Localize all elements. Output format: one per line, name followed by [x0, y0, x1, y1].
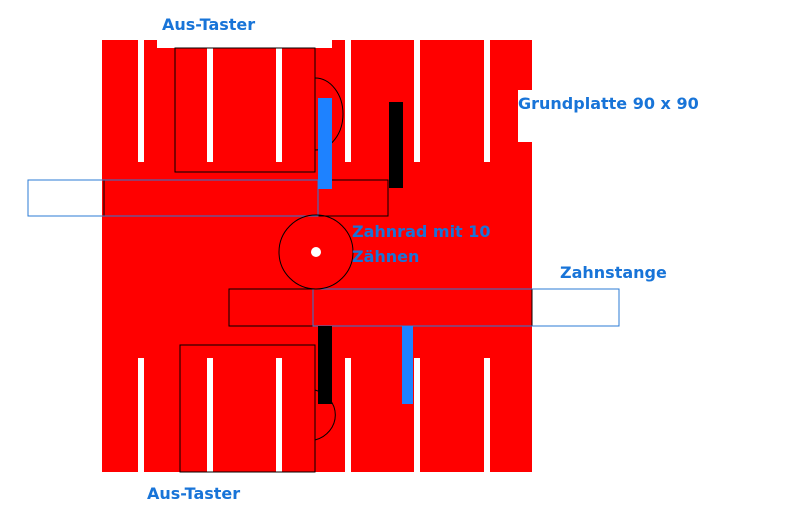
top-switch-outline: [174, 47, 316, 173]
bottom-slot: [207, 358, 213, 472]
bottom-slot: [414, 358, 420, 472]
top-slot: [414, 40, 420, 162]
right-label-cutout: [518, 90, 548, 142]
bottom-switch-outline: [179, 344, 316, 473]
bottom-slot: [138, 358, 144, 472]
gear-circle: [278, 214, 354, 290]
bottom-slot: [276, 358, 282, 472]
top-slot: [484, 40, 490, 162]
upper-rack-extension: [27, 179, 319, 217]
bottom-slot: [484, 358, 490, 472]
bottom-slot: [345, 358, 351, 472]
blue-bar-bottom: [402, 326, 413, 404]
top-switch-label: Aus-Taster: [162, 15, 255, 34]
top-label-cutout: [157, 30, 332, 48]
gear-label-line2: Zähnen: [352, 247, 419, 266]
top-slot: [138, 40, 144, 162]
base-plate-label: Grundplatte 90 x 90: [518, 94, 699, 113]
black-bar-top: [389, 102, 403, 188]
bottom-switch-label: Aus-Taster: [147, 484, 240, 503]
lower-rack-extension: [312, 288, 620, 327]
gear-label-line1: Zahnrad mit 10: [352, 222, 491, 241]
top-slot: [207, 40, 213, 162]
rack-label: Zahnstange: [560, 263, 667, 282]
blue-bar-top: [318, 98, 332, 189]
black-bar-bottom: [318, 326, 332, 404]
top-slot: [345, 40, 351, 162]
gear-hub: [311, 247, 321, 257]
top-slot: [276, 40, 282, 162]
